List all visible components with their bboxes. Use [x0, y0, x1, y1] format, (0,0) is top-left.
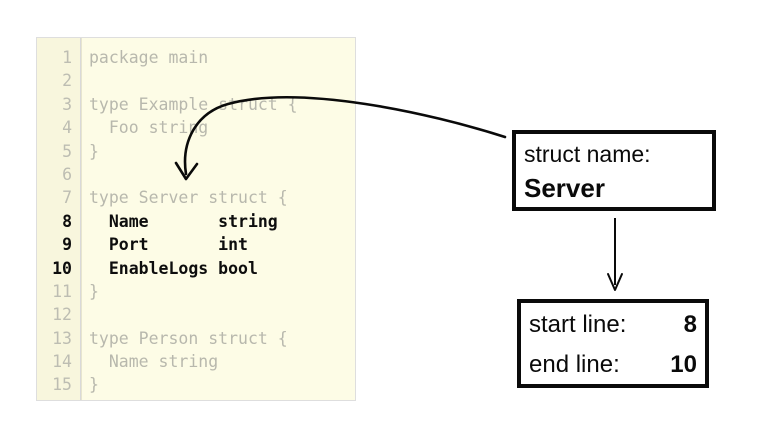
line-number: 9	[62, 235, 72, 255]
line-number: 1	[62, 48, 72, 67]
line-number: 12	[52, 305, 72, 325]
start-line-label: start line:	[529, 311, 627, 338]
line-number: 2	[62, 71, 72, 91]
code-line: Name string	[89, 352, 219, 372]
line-number: 4	[62, 118, 72, 138]
code-line: type Person struct {	[89, 328, 288, 348]
down-arrow	[607, 218, 623, 291]
code-line: Name string	[89, 211, 278, 231]
code-line: package main	[89, 48, 209, 67]
line-number: 15	[52, 375, 72, 395]
start-line-row: start line: 8	[529, 305, 697, 345]
line-number: 5	[62, 141, 72, 161]
code-text-area[interactable]: package main type Example struct { Foo s…	[81, 38, 355, 400]
line-number-gutter: 1 2 3 4 5 6 7 8 9 10 11 12 13 14 15	[37, 38, 81, 400]
code-line	[89, 303, 355, 326]
struct-name-value: Server	[524, 173, 605, 203]
line-number: 7	[62, 188, 72, 208]
line-range-box: start line: 8 end line: 10	[517, 299, 709, 388]
end-line-value: 10	[670, 351, 697, 378]
code-line: EnableLogs bool	[89, 258, 258, 278]
code-line	[89, 163, 355, 186]
code-block[interactable]: 1 2 3 4 5 6 7 8 9 10 11 12 13 14 15 pack…	[36, 37, 356, 401]
code-line: }	[89, 281, 99, 301]
line-number: 10	[52, 258, 72, 278]
start-line-value: 8	[683, 311, 697, 338]
line-number: 8	[62, 211, 72, 231]
code-line: }	[89, 141, 99, 161]
code-line: type Server struct {	[89, 188, 288, 208]
line-number: 11	[52, 281, 72, 301]
line-number: 13	[52, 328, 72, 348]
end-line-row: end line: 10	[529, 345, 697, 385]
line-number: 3	[62, 94, 72, 114]
struct-name-label: struct name:	[524, 141, 651, 167]
struct-name-box: struct name: Server	[512, 130, 716, 211]
code-line: type Example struct {	[89, 94, 298, 114]
code-line	[89, 69, 355, 92]
line-number: 6	[62, 164, 72, 184]
code-line: Foo string	[89, 118, 209, 138]
code-line: }	[89, 375, 99, 395]
line-number: 14	[52, 352, 72, 372]
code-line: Port int	[89, 235, 248, 255]
end-line-label: end line:	[529, 351, 620, 378]
